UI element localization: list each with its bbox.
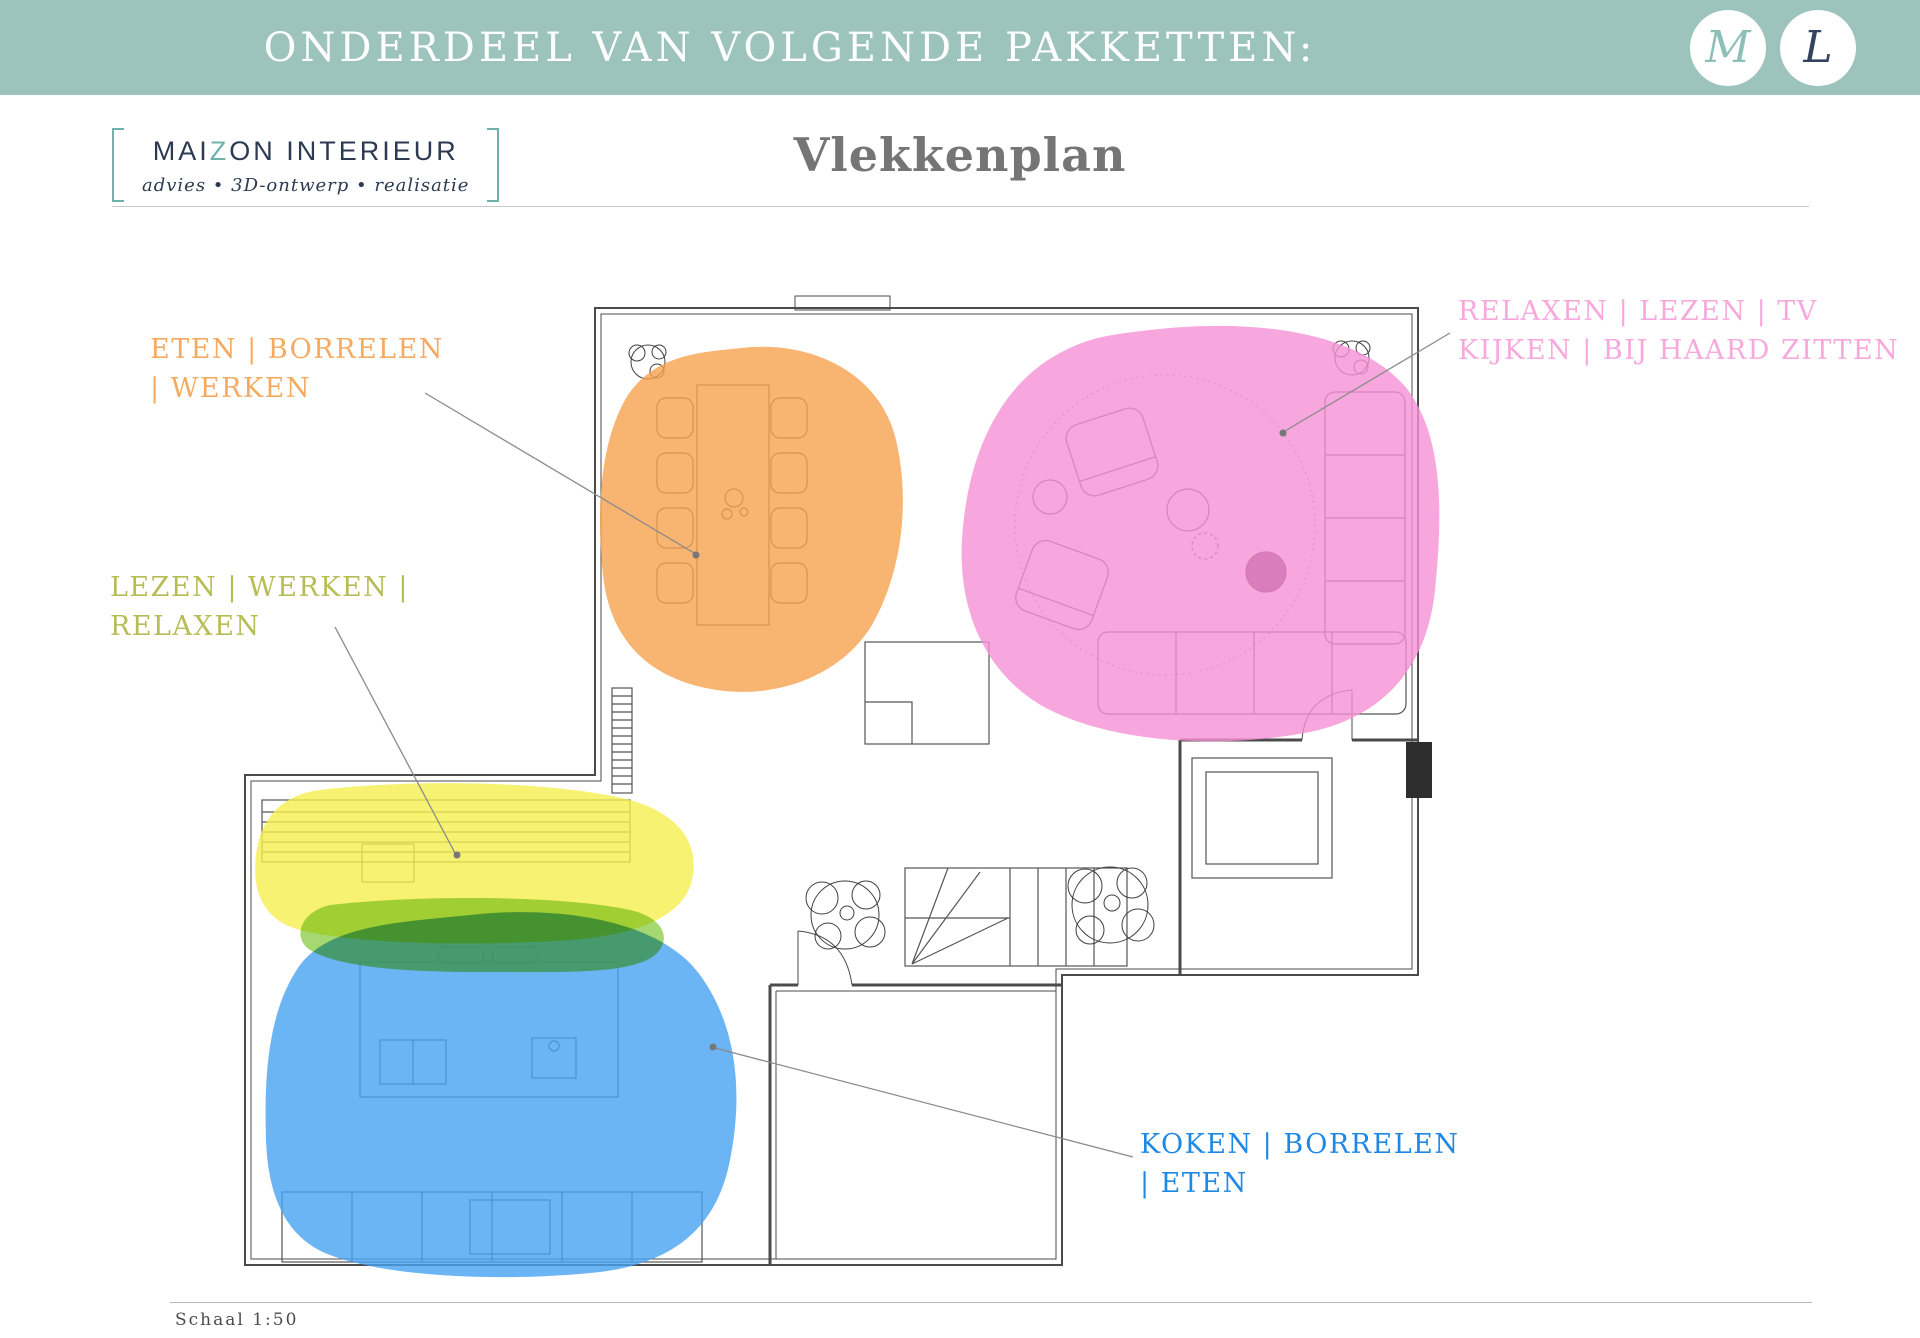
zone-label-eten: ETEN | BORRELEN | WERKEN [150, 334, 444, 405]
banner-logos: M L [1690, 9, 1856, 86]
bottom-divider [170, 1302, 1812, 1303]
chimney-block [1406, 742, 1432, 798]
page-title: Vlekkenplan [793, 128, 1127, 182]
connector-lezen [334, 626, 456, 854]
connector-eten [424, 392, 695, 554]
zone-label-relaxen: RELAXEN | LEZEN | TV KIJKEN | BIJ HAARD … [1458, 296, 1900, 367]
connector-koken [714, 1047, 1134, 1158]
radiator [611, 687, 633, 794]
plant-icon [805, 880, 886, 950]
logo-circle-l: L [1780, 9, 1856, 86]
staircase [904, 867, 1128, 967]
zone-blobs [255, 325, 1440, 1278]
plant-icon [1067, 866, 1155, 945]
storage-room-fixture [1191, 757, 1333, 879]
connector-relaxen [1284, 332, 1451, 432]
top-divider [112, 206, 1809, 207]
brand-bracket-left-icon [112, 128, 124, 202]
zone-overlap-blob [300, 898, 664, 973]
zone-label-lezen: LEZEN | WERKEN | RELAXEN [110, 572, 409, 643]
zone-label-koken: KOKEN | BORRELEN | ETEN [1140, 1129, 1460, 1200]
window-sill [794, 295, 891, 311]
banner-title: ONDERDEEL VAN VOLGENDE PAKKETTEN: [263, 24, 1317, 71]
zone-koken-blob [265, 912, 737, 1278]
brand-tagline: advies • 3D-ontwerp • realisatie [142, 175, 470, 196]
fireplace-block [864, 641, 990, 745]
zone-eten-blob [599, 346, 903, 692]
logo-letter-l: L [1803, 22, 1833, 73]
brand-name: MAIZON INTERIEUR [152, 136, 459, 166]
connector-lines [334, 332, 1451, 1158]
zone-relaxen-blob [961, 325, 1440, 742]
brand-logo: MAIZON INTERIEUR advies • 3D-ontwerp • r… [112, 128, 500, 202]
brand-bracket-right-icon [487, 128, 500, 202]
logo-circle-m: M [1690, 9, 1766, 86]
top-banner: ONDERDEEL VAN VOLGENDE PAKKETTEN: M L [0, 0, 1920, 95]
scale-note: Schaal 1:50 [175, 1310, 299, 1330]
logo-letter-m: M [1705, 22, 1751, 73]
